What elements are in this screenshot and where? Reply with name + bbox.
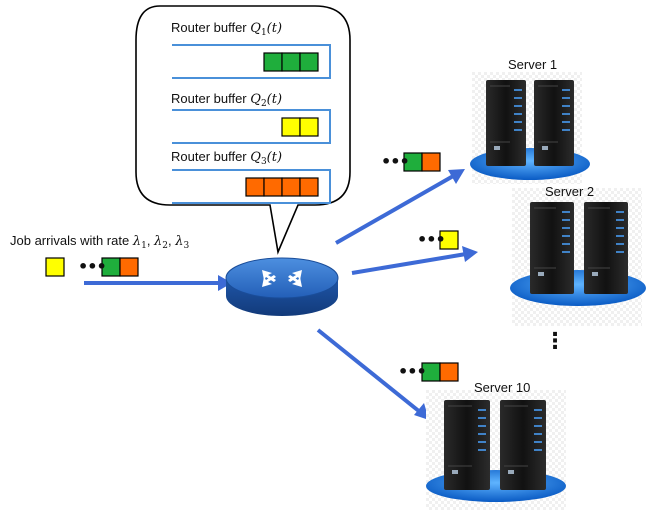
server-1-label: Server 1: [508, 57, 558, 72]
rate-lambda-3: λ3: [175, 234, 190, 251]
arrival-job-yellow: [45, 257, 65, 277]
buffer-cells: [245, 52, 319, 197]
ellipsis-server-1: •••: [381, 152, 410, 171]
arrow-router-to-server-10: [316, 328, 429, 420]
buffer-q3-cell: [263, 177, 283, 197]
arrow-router-to-server-2: [351, 246, 478, 275]
ellipsis-server-10: •••: [398, 362, 427, 381]
buffer-label-text: Router buffer: [171, 149, 251, 164]
server-10-job-orange: [439, 362, 459, 382]
server-10-label: Server 10: [474, 380, 531, 395]
job-squares: [45, 152, 459, 382]
buffer-q1-outline: [172, 44, 331, 79]
buffer-q3-cell: [299, 177, 319, 197]
rate-separator: ,: [146, 233, 155, 248]
buffer-q1-cell: [263, 52, 283, 72]
buffer-q2-outline: [172, 109, 331, 144]
buffer-symbol: Q1(t): [250, 21, 283, 38]
rate-lambda-2: λ2: [154, 234, 169, 251]
ellipsis-server-2: •••: [417, 230, 446, 249]
buffer-q1-cell: [299, 52, 319, 72]
server-1-job-orange: [421, 152, 441, 172]
buffer-q3-cell: [281, 177, 301, 197]
vertical-ellipsis-servers: ⋮: [544, 328, 566, 353]
server-2-icon: [510, 188, 646, 326]
server-2-label: Server 2: [545, 184, 595, 199]
buffer-q1-label: Router buffer Q1(t): [171, 20, 282, 41]
arrow-router-to-server-1: [335, 169, 465, 245]
ellipsis-arrivals: •••: [78, 257, 107, 276]
arrow-arrivals-to-router: [84, 275, 232, 291]
server-1-icon: [470, 72, 590, 184]
buffer-q3-cell: [245, 177, 265, 197]
buffer-label-text: Router buffer: [171, 20, 251, 35]
buffer-symbol: Q2(t): [250, 92, 283, 109]
buffer-q3-label: Router buffer Q3(t): [171, 149, 282, 170]
server-10-icon: [426, 390, 566, 510]
buffer-q1-cell: [281, 52, 301, 72]
job-arrivals-label: Job arrivals with rate λ1, λ2, λ3: [10, 233, 189, 254]
buffer-symbol: Q3(t): [250, 150, 283, 167]
rate-separator: ,: [168, 233, 176, 248]
buffer-label-text: Router buffer: [171, 91, 251, 106]
buffer-q2-cell: [281, 117, 301, 137]
rate-lambda-1: λ1: [132, 234, 147, 251]
buffer-q3-outline: [172, 169, 331, 204]
router-icon: [225, 257, 339, 316]
arrivals-text: Job arrivals with rate: [10, 233, 133, 248]
arrival-job-orange: [119, 257, 139, 277]
buffer-q2-label: Router buffer Q2(t): [171, 91, 282, 112]
buffer-q2-cell: [299, 117, 319, 137]
server-2-job-yellow: [439, 230, 459, 250]
